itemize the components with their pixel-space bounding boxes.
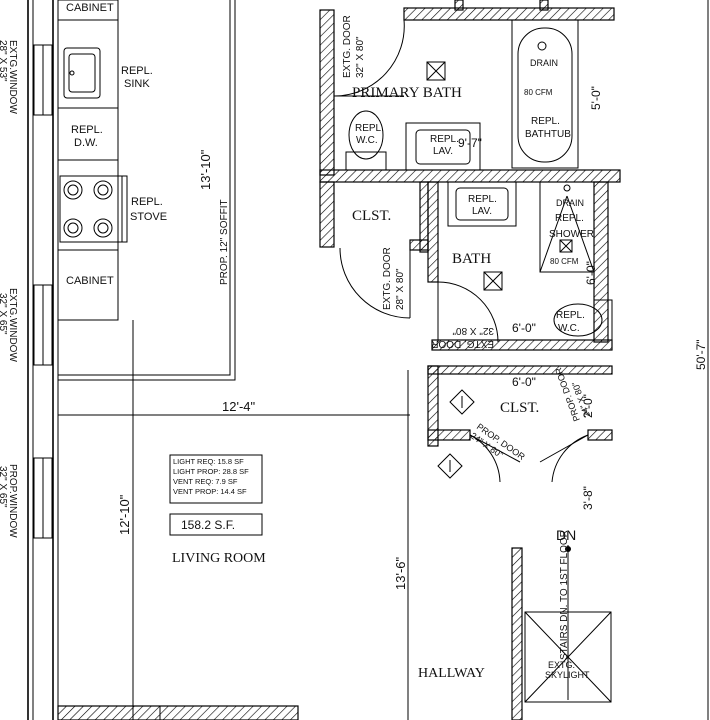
window-2-symbol [33,284,53,366]
kitchen-depth-dim: 13'-10" [198,149,213,190]
window-1-size: 28" X 53" [0,40,8,82]
closet-door-swing [339,247,411,319]
dishwasher-label: REPL. D.W. [71,124,106,149]
primary-door-label: EXTG. DOOR 32" X 80" [342,12,366,78]
prop-door-1-label: PROP. DOOR 24" X 80" [469,421,529,472]
area-box [169,513,263,536]
stove-label: REPL. STOVE [130,196,167,223]
soffit-outline [58,0,236,381]
closet-width-dim: 6'-0" [512,375,536,389]
stove-icon [59,175,128,243]
fan-1-label: 80 CFM [524,88,553,97]
primary-lav-label: REPL. LAV. [430,134,462,157]
sink-icon [63,47,101,99]
shower-icon [539,181,595,273]
prop-door-2-swing [539,434,589,483]
bath-label: BATH [452,251,491,267]
bathtub-label: REPL. BATHTUB [525,116,571,140]
window-3-label: PROP.WINDOW [7,464,18,538]
hall-length-dim: 13'-6" [393,556,408,590]
fan-2-icon [483,271,503,291]
calc-box [169,454,263,504]
cabinet-top-label: CABINET [66,2,114,14]
bath-depth-dim: 6'-0" [584,261,598,285]
window-2-size: 32" X 65" [0,293,8,335]
closet-2-label: CLST. [500,400,539,416]
closet-2-walls [427,365,613,447]
bath-wc-icon [553,299,613,341]
primary-door-swing [333,19,405,97]
primary-wc-label: REPL. W.C. [355,123,387,146]
fan-2-label: 80 CFM [550,257,579,266]
stairs-arrow [565,545,571,700]
closet-door-label: EXTG. DOOR 28" X 80" [382,244,406,310]
sink-label: REPL. SINK [121,65,156,90]
skylight-icon [524,611,612,703]
overall-dim: 50'-7" [694,339,708,370]
skylight-label: EXTG. SKYLIGHT [545,660,590,680]
drain-1-label: DRAIN [530,58,558,68]
prop-door-1-swing [469,434,521,483]
window-1-symbol [33,44,53,116]
bath-lav-label: REPL. LAV. [468,194,500,217]
closet-1-label: CLST. [352,208,391,224]
kitchen-counter [57,0,119,321]
stairs-direction: DN [556,527,576,543]
hallway-label: HALLWAY [418,666,485,681]
primary-lav-icon [405,122,481,171]
window-3-size: 32" X 65" [0,466,8,508]
primary-bath-label: PRIMARY BATH [352,85,462,101]
window-2-label: EXTG.WINDOW [7,288,18,362]
bath-wc-label: REPL. W.C. [556,310,588,334]
calc-box-text: LIGHT REQ: 15.8 SF LIGHT PROP: 28.8 SF V… [173,457,251,496]
living-width-dim: 12'-4" [222,399,256,414]
drain-2-label: DRAIN [556,198,584,208]
cabinet-mid-label: CABINET [66,275,114,287]
bathtub-icon [511,19,579,169]
fan-1-icon [426,61,446,81]
stair-wall [511,547,523,720]
soffit-label: PROP. 12" SOFFIT [219,199,230,285]
closet-depth-dim: 2'-0" [581,394,595,418]
marker-diamond-2 [437,453,463,479]
shower-label: REPL. SHOWER [549,213,594,240]
bottom-wall [57,705,299,720]
bath-lav-icon [447,181,517,227]
primary-wc-icon [345,110,387,171]
living-room-label: LIVING ROOM [172,551,266,566]
tub-dim: 5'-0" [589,86,603,110]
marker-diamond-1 [449,389,475,415]
primary-lav-dim: 9'-7" [458,136,482,150]
bath-door-swing [437,281,499,343]
hall-seg-dim: 3'-8" [581,486,595,510]
bath-walls [427,181,613,351]
bath-door-label: 32" X 80" EXTG. DOOR [431,325,494,349]
window-3-symbol [33,457,53,539]
area-label: 158.2 S.F. [181,518,235,532]
window-1-label: EXTG.WINDOW [7,40,18,114]
stairs-label: STAIRS DN. TO 1ST FLOOR [559,530,570,660]
bath-width-dim: 6'-0" [512,321,536,335]
living-depth-dim: 12'-10" [117,494,132,535]
